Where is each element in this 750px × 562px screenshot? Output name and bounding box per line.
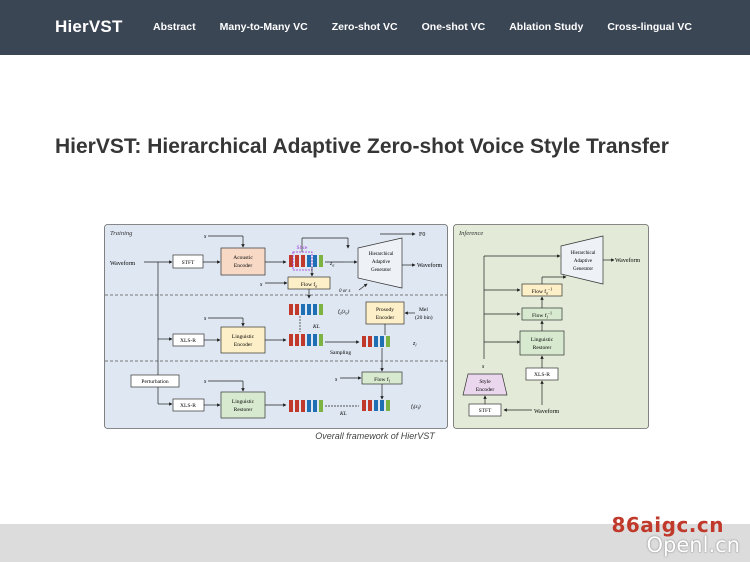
style-encoder-block (462, 373, 508, 396)
stft-label: STFT (182, 260, 195, 266)
sampling-label: Sampling (330, 350, 351, 356)
fl-zl-label: fl(zl) (411, 403, 421, 411)
s-label-3: s (204, 316, 207, 322)
inference-generator-label-2: Adaptive (574, 259, 593, 264)
watermark-86aigc: 86aigc.cn (611, 513, 724, 537)
xlsr-label-1: XLS-R (180, 338, 196, 344)
acoustic-encoder-box (220, 247, 266, 276)
inference-restorer-label-1: Linguistic (531, 337, 554, 343)
brand-logo[interactable]: HierVST (55, 17, 123, 36)
mel-label-2: (20 bin) (415, 314, 433, 321)
inference-restorer-box (519, 330, 565, 356)
nav-menu: Abstract Many-to-Many VC Zero-shot VC On… (153, 21, 716, 33)
f0-label: F0 (419, 232, 425, 238)
s-label-1: s (204, 234, 207, 240)
linguistic-encoder-box (220, 326, 266, 354)
perturbation-label: Perturbation (141, 379, 168, 385)
generator-label-3: Generator (371, 268, 391, 273)
figure-caption: Overall framework of HierVST (315, 431, 435, 441)
linguistic-encoder-label-2: Encoder (234, 342, 252, 348)
linguistic-encoder-label-1: Linguistic (232, 334, 255, 340)
style-encoder-label-2: Encoder (476, 387, 494, 393)
perturbation-box (130, 374, 180, 388)
nav-item-cross-lingual[interactable]: Cross-lingual VC (607, 21, 692, 33)
kl-label-2: KL (339, 411, 347, 417)
waveform-out-label: Waveform (417, 262, 443, 269)
restorer-bars (289, 400, 323, 412)
fa-za-bars (289, 304, 323, 315)
watermark-openl: Openl.cn (646, 533, 740, 557)
inference-label: Inference (458, 230, 483, 237)
s-label-5: s (335, 377, 338, 383)
flow-fl-label: Flow fl (374, 376, 391, 384)
xlsr-label-2: XLS-R (180, 403, 196, 409)
prosody-encoder-label-2: Encoder (376, 315, 394, 321)
nav-item-many-to-many[interactable]: Many-to-Many VC (219, 21, 308, 33)
framework-figure: Training Waveform STFT Acoustic Encoder … (104, 224, 649, 429)
generator-label-2: Adaptive (372, 260, 391, 265)
linguistic-restorer-box (220, 391, 266, 419)
za-label: za (329, 261, 334, 268)
kl-label-1: KL (312, 324, 320, 330)
generator-label-1: Hierarchical (369, 252, 394, 257)
nav-item-one-shot[interactable]: One-shot VC (421, 21, 486, 33)
waveform-label: Waveform (110, 260, 136, 267)
s-label-2: s (260, 282, 263, 288)
prosody-encoder-label-1: Prosody (376, 307, 394, 313)
footer (0, 524, 750, 562)
inference-waveform-in: Waveform (534, 408, 560, 415)
inference-restorer-label-2: Restorer (533, 345, 552, 351)
stft-box (172, 254, 204, 269)
linguistic-restorer-label-1: Linguistic (232, 399, 255, 405)
inference-xlsr-label: XLS-R (534, 372, 550, 378)
za-latent-bars (289, 255, 323, 267)
inference-waveform-out: Waveform (615, 257, 641, 264)
nav-item-zero-shot[interactable]: Zero-shot VC (331, 21, 398, 33)
nav-item-ablation[interactable]: Ablation Study (509, 21, 584, 33)
fl-zl-bars (362, 400, 390, 411)
inference-generator-label-1: Hierarchical (571, 251, 596, 256)
inference-generator-block (560, 235, 604, 285)
style-encoder-label-1: Style (479, 379, 491, 385)
zero-or-s-label: 0 or s (339, 289, 350, 294)
flow-fa-label: Flow fa (301, 281, 318, 289)
inverse-flow-fa-label: Flow fa−1 (532, 287, 553, 296)
fa-za-label: fa(za) (338, 308, 350, 316)
s-label-4: s (204, 379, 207, 385)
inference-stft-label: STFT (479, 408, 492, 414)
inverse-flow-fl-label: Flow fl−1 (532, 311, 552, 320)
top-navbar: HierVST Abstract Many-to-Many VC Zero-sh… (0, 0, 750, 55)
linguistic-restorer-label-2: Restorer (234, 407, 253, 413)
zl-bars (362, 336, 390, 347)
zl-label: zl (412, 341, 417, 348)
linguistic-enc-bars (289, 334, 323, 346)
acoustic-encoder-label-1: Acoustic (233, 255, 253, 261)
generator-block (357, 237, 403, 289)
slice-box (292, 251, 313, 271)
nav-item-abstract[interactable]: Abstract (153, 21, 196, 33)
inference-generator-label-3: Generator (573, 267, 593, 272)
inference-panel (453, 224, 649, 429)
training-label: Training (110, 230, 133, 237)
mel-label-1: Mel (419, 307, 428, 313)
acoustic-encoder-label-2: Encoder (234, 263, 252, 269)
inference-s-label: s (482, 364, 485, 370)
page-title: HierVST: Hierarchical Adaptive Zero-shot… (55, 135, 669, 158)
